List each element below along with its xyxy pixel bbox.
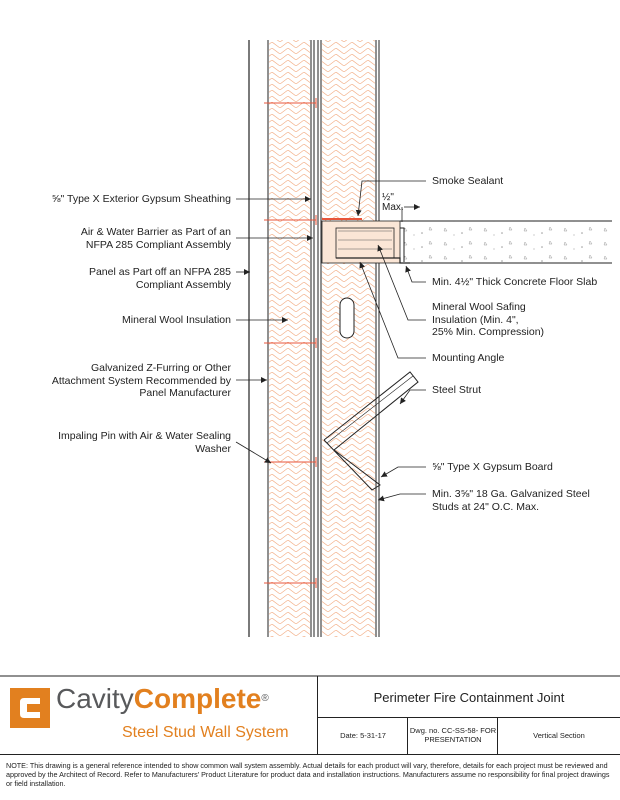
callout-studs-line2: Studs at 24" O.C. Max. <box>432 500 540 513</box>
leader-mounting-angle <box>359 261 426 359</box>
steel-strut <box>323 371 419 491</box>
gap-dimension-label: ½" Max. <box>382 193 404 213</box>
brand-word-cavity: Cavity <box>56 683 134 714</box>
gap-dimension <box>320 204 420 222</box>
callout-floor-slab: Min. 4½" Thick Concrete Floor Slab <box>432 276 598 288</box>
brand-wordmark: CavityComplete® <box>56 684 269 714</box>
stud-knockout <box>339 297 355 339</box>
leader-studs <box>377 493 426 502</box>
callout-steel-strut: Steel Strut <box>432 384 482 396</box>
wall-layers <box>248 40 380 637</box>
safing-insulation <box>321 220 410 264</box>
callout-zfurring-line1: Galvanized Z-Furring or Other <box>90 362 231 374</box>
impaling-pins <box>264 98 317 588</box>
callout-mounting-angle: Mounting Angle <box>432 352 505 364</box>
registered-mark: ® <box>261 693 269 704</box>
leaders <box>235 180 426 502</box>
callout-studs: Min. 3⅝" 18 Ga. Galvanized Steel Studs a… <box>432 488 590 513</box>
callout-exterior-gypsum: ⅝" Type X Exterior Gypsum Sheathing <box>51 193 231 205</box>
title-block-title-cell <box>318 676 620 718</box>
gap-dimension-max: Max. <box>382 202 404 213</box>
callout-zfurring-line3: Panel Manufacturer <box>139 387 231 399</box>
cavitycomplete-logo-icon <box>10 688 50 728</box>
leader-floor-slab <box>405 265 426 283</box>
drawing-title: Perimeter Fire Containment Joint <box>373 690 565 705</box>
drawing-number-line1: Dwg. no. CC-SS-58- FOR <box>409 726 497 735</box>
callout-zfurring: Galvanized Z-Furring or Other Attachment… <box>52 362 231 400</box>
leader-steel-strut <box>399 389 426 405</box>
drawing-view: Vertical Section <box>533 731 585 740</box>
drawing-number: Dwg. no. CC-SS-58- FOR PRESENTATION <box>408 726 498 744</box>
callout-gypsum-board: ⅝" Type X Gypsum Board <box>432 461 553 473</box>
stud-cavity-insulation <box>322 40 375 637</box>
callout-safing-line1: Mineral Wool Safing <box>432 301 526 313</box>
leader-gypsum-board <box>380 466 426 478</box>
callout-studs-line1: Min. 3⅝" 18 Ga. Galvanized Steel <box>432 488 590 500</box>
callout-impaling-pin-line2: Washer <box>195 442 231 455</box>
impaling-pin <box>264 578 317 588</box>
callout-safing-line2: Insulation (Min. 4", <box>432 313 519 326</box>
gap-dimension-fraction: ½" <box>382 192 394 203</box>
callout-safing-line3: 25% Min. Compression) <box>432 326 545 338</box>
title-block-bottom-rule <box>0 754 620 755</box>
callout-impaling-pin-line1: Impaling Pin with Air & Water Sealing <box>58 430 231 442</box>
title-block-dwg-cell <box>408 718 498 754</box>
drawing-date: Date: 5-31-17 <box>340 731 386 740</box>
impaling-pin <box>264 457 317 467</box>
impaling-pin <box>264 338 317 348</box>
callout-air-water-barrier-line1: Air & Water Barrier as Part of an <box>80 226 231 238</box>
callout-impaling-pin: Impaling Pin with Air & Water Sealing Wa… <box>58 430 231 455</box>
callout-smoke-sealant: Smoke Sealant <box>432 175 504 187</box>
disclaimer-note: NOTE: This drawing is a general referenc… <box>6 761 610 788</box>
callout-panel: Panel as Part off an NFPA 285 Compliant … <box>89 266 231 291</box>
title-block-logo-cell <box>0 676 318 754</box>
leader-impaling-pin <box>235 441 272 464</box>
concrete-floor-slab <box>400 220 612 264</box>
callout-panel-line2: Compliant Assembly <box>135 278 231 291</box>
impaling-pin <box>264 215 317 225</box>
callout-safing: Mineral Wool Safing Insulation (Min. 4",… <box>432 301 544 339</box>
callout-air-water-barrier-line2: NFPA 285 Compliant Assembly <box>85 238 231 251</box>
callout-panel-line1: Panel as Part off an NFPA 285 <box>88 266 231 278</box>
brand-subtitle: Steel Stud Wall System <box>122 724 289 741</box>
callout-zfurring-line2: Attachment System Recommended by <box>51 374 231 387</box>
callout-mineral-wool: Mineral Wool Insulation <box>122 314 231 326</box>
leader-smoke-sealant <box>355 180 426 217</box>
exterior-mineral-wool <box>269 40 310 637</box>
brand-word-complete: Complete <box>133 683 262 714</box>
leader-safing <box>377 244 426 321</box>
title-block-date-cell <box>318 718 408 754</box>
drawing-number-line2: PRESENTATION <box>424 735 482 744</box>
callout-air-water-barrier: Air & Water Barrier as Part of an NFPA 2… <box>81 226 231 251</box>
impaling-pin <box>264 98 317 108</box>
